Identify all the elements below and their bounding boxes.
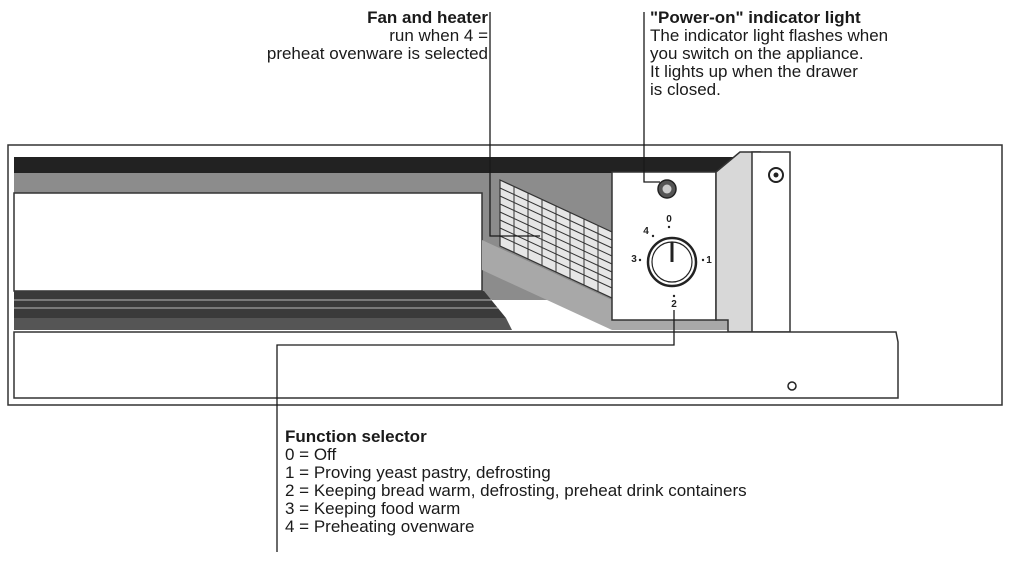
front-panel — [13, 192, 483, 292]
knob-label-3: 3 — [631, 254, 637, 265]
power-indicator-line: you switch on the appliance. — [650, 44, 864, 63]
vent-grille-lines — [499, 187, 613, 292]
function-selector-callout: Function selector 0 = Off 1 = Proving ye… — [285, 428, 747, 536]
power-indicator-light — [657, 179, 677, 199]
knob-label-2: 2 — [671, 299, 677, 310]
selector-leader — [276, 310, 675, 404]
function-selector-title: Function selector — [285, 427, 427, 446]
top-dark-bar — [14, 157, 740, 173]
power-indicator-callout: "Power-on" indicator light The indicator… — [650, 9, 888, 99]
power-indicator-line: It lights up when the drawer — [650, 62, 858, 81]
power-leader — [643, 12, 660, 183]
leader-lines — [276, 12, 675, 552]
fan-heater-title: Fan and heater — [367, 8, 488, 27]
fan-heater-callout: Fan and heater run when 4 = preheat oven… — [267, 9, 488, 63]
lower-stripes — [14, 291, 512, 330]
function-selector-option: 0 = Off — [285, 445, 337, 464]
function-selector-option: 2 = Keeping bread warm, defrosting, preh… — [285, 481, 747, 500]
function-selector-knob[interactable] — [646, 236, 698, 288]
function-selector-option: 1 = Proving yeast pastry, defrosting — [285, 463, 551, 482]
function-selector-option: 4 = Preheating ovenware — [285, 517, 475, 536]
function-selector-option: 3 = Keeping food warm — [285, 499, 461, 518]
power-indicator-line: The indicator light flashes when — [650, 26, 889, 45]
fan-heater-line: preheat ovenware is selected — [266, 44, 488, 63]
bottom-panel — [13, 331, 899, 399]
knob-label-4: 4 — [643, 226, 649, 237]
knob-label-1: 1 — [706, 255, 712, 266]
power-indicator-line: is closed. — [650, 80, 721, 99]
power-indicator-title: "Power-on" indicator light — [650, 8, 861, 27]
fan-leader — [489, 12, 540, 237]
bottom-screw — [787, 381, 797, 391]
fan-heater-line: run when 4 = — [389, 26, 488, 45]
knob-ticks — [638, 225, 705, 298]
knob-label-0: 0 — [666, 214, 672, 225]
hinge-screw — [768, 167, 784, 183]
